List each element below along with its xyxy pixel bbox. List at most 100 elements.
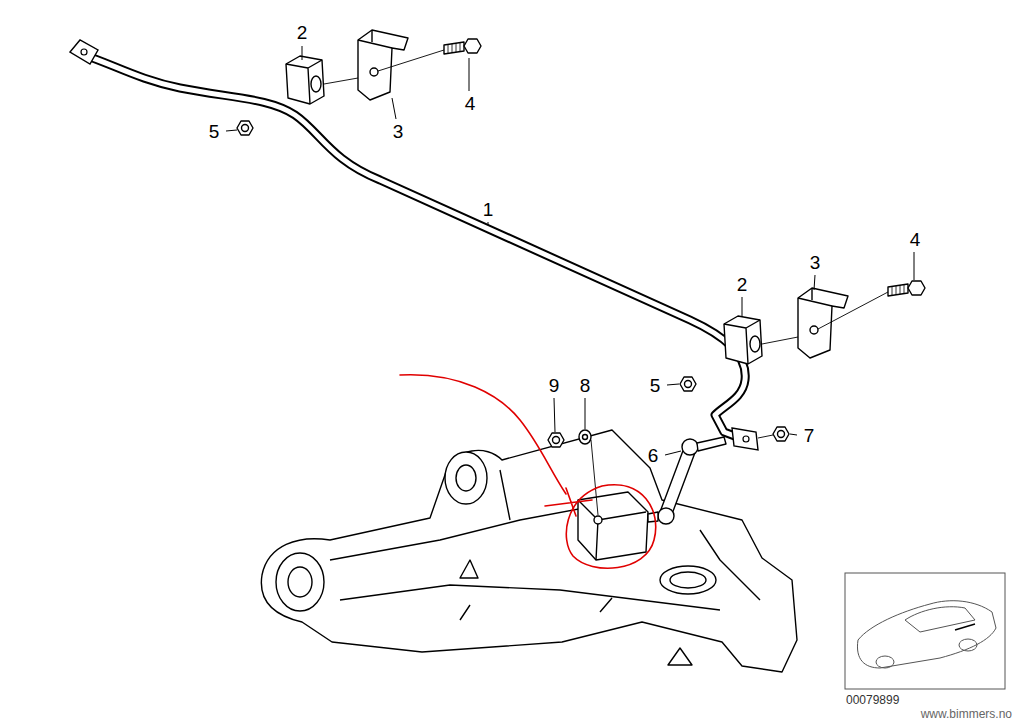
drop-link-set [548, 427, 789, 524]
leader-line [742, 297, 743, 317]
callout-number: 8 [580, 376, 591, 395]
link-stud [648, 512, 658, 522]
leader-lines [226, 46, 914, 455]
drawing-number: 00079899 [846, 694, 899, 706]
callout-number: 5 [650, 376, 661, 395]
subframe-outline [261, 430, 797, 672]
callout-number: 6 [648, 446, 659, 465]
bolt-shank [444, 42, 464, 54]
callout-number: 1 [483, 200, 494, 219]
link-mount-block [578, 492, 648, 560]
nut-bore [242, 125, 249, 132]
anti-roll-bar [70, 40, 758, 450]
subframe-mount-hole-inner [670, 572, 706, 588]
bushing-edge [724, 320, 760, 364]
inset-view [845, 573, 1005, 689]
leader-line [585, 398, 586, 429]
callout-number: 4 [910, 230, 921, 249]
mount-hole [594, 516, 602, 524]
leader-line [914, 252, 915, 280]
subframe-bushing-bore [288, 567, 312, 597]
leader-line [554, 398, 555, 432]
callout-number: 2 [297, 23, 308, 42]
bar-end-hole [743, 436, 749, 442]
bar-tube-fill [84, 55, 745, 438]
callout-number: 7 [804, 426, 815, 445]
link-stud [697, 437, 726, 451]
bushing-edge [286, 60, 322, 104]
leader-line [302, 46, 303, 60]
car-wheel [959, 639, 977, 651]
nut-bore [553, 437, 560, 444]
bushing-bore [750, 336, 760, 352]
car-marker [955, 624, 975, 630]
callout-number: 2 [737, 275, 748, 294]
leader-line [469, 58, 470, 91]
car-wheel [876, 656, 894, 668]
bolt-head [908, 281, 925, 295]
leader-line [226, 130, 237, 131]
mount-set-left [237, 30, 481, 135]
callout-number: 5 [209, 122, 220, 141]
bracket-edge [358, 30, 392, 48]
hand-drawn-circle [566, 485, 655, 568]
link-mount-edge [578, 500, 646, 560]
bar-end-tab [732, 428, 758, 450]
bolt-head [464, 39, 481, 53]
nut-bore [778, 431, 785, 438]
leader-line [790, 434, 797, 435]
subframe-bracket [460, 560, 478, 578]
assembly-line [758, 435, 773, 438]
callout-number: 9 [549, 376, 560, 395]
nut [680, 377, 696, 391]
bushing [724, 316, 762, 364]
subframe-bracket [668, 648, 692, 665]
mount-set-right [680, 281, 925, 391]
callout-number: 4 [465, 94, 476, 113]
subframe-mount-hole [660, 566, 716, 594]
subframe-bushing [445, 452, 487, 504]
bar-tube-outline [84, 55, 745, 438]
leader-line [814, 275, 815, 290]
bracket-hole [810, 326, 818, 334]
bracket-edge [798, 288, 832, 306]
callout-number: 3 [810, 253, 821, 272]
ball-joint [682, 439, 698, 455]
car-window [905, 607, 975, 632]
nut [773, 427, 789, 441]
bar-end-tab [70, 40, 98, 64]
rear-subframe [261, 430, 797, 672]
assembly-line [762, 292, 888, 344]
leader-line [392, 98, 396, 119]
callout-number: 3 [393, 122, 404, 141]
hand-drawn-cross [545, 488, 592, 516]
bolt-thread [448, 43, 460, 53]
ball-joint [658, 508, 674, 524]
leader-line [667, 384, 679, 385]
washer-bore [583, 435, 588, 440]
bushing-bore [311, 76, 321, 92]
nut [548, 433, 564, 447]
leader-line [665, 451, 681, 455]
car-outline [857, 601, 996, 668]
nut [237, 121, 253, 135]
red-markup [400, 375, 656, 568]
bolt-thread [892, 285, 904, 295]
bracket [798, 288, 848, 358]
bar-end-hole [81, 49, 87, 55]
bolt-shank [888, 284, 908, 296]
bracket-hole [370, 68, 378, 76]
nut-bore [685, 381, 692, 388]
bracket [358, 30, 408, 100]
link-rod [660, 448, 696, 514]
watermark: www.bimmers.no [921, 708, 1012, 720]
assembly-line [591, 440, 598, 515]
subframe-edge [330, 470, 760, 620]
inset-frame [845, 573, 1005, 689]
bushing [286, 56, 324, 104]
leader-line [488, 222, 489, 225]
washer [579, 430, 591, 444]
assembly-line [324, 50, 444, 84]
